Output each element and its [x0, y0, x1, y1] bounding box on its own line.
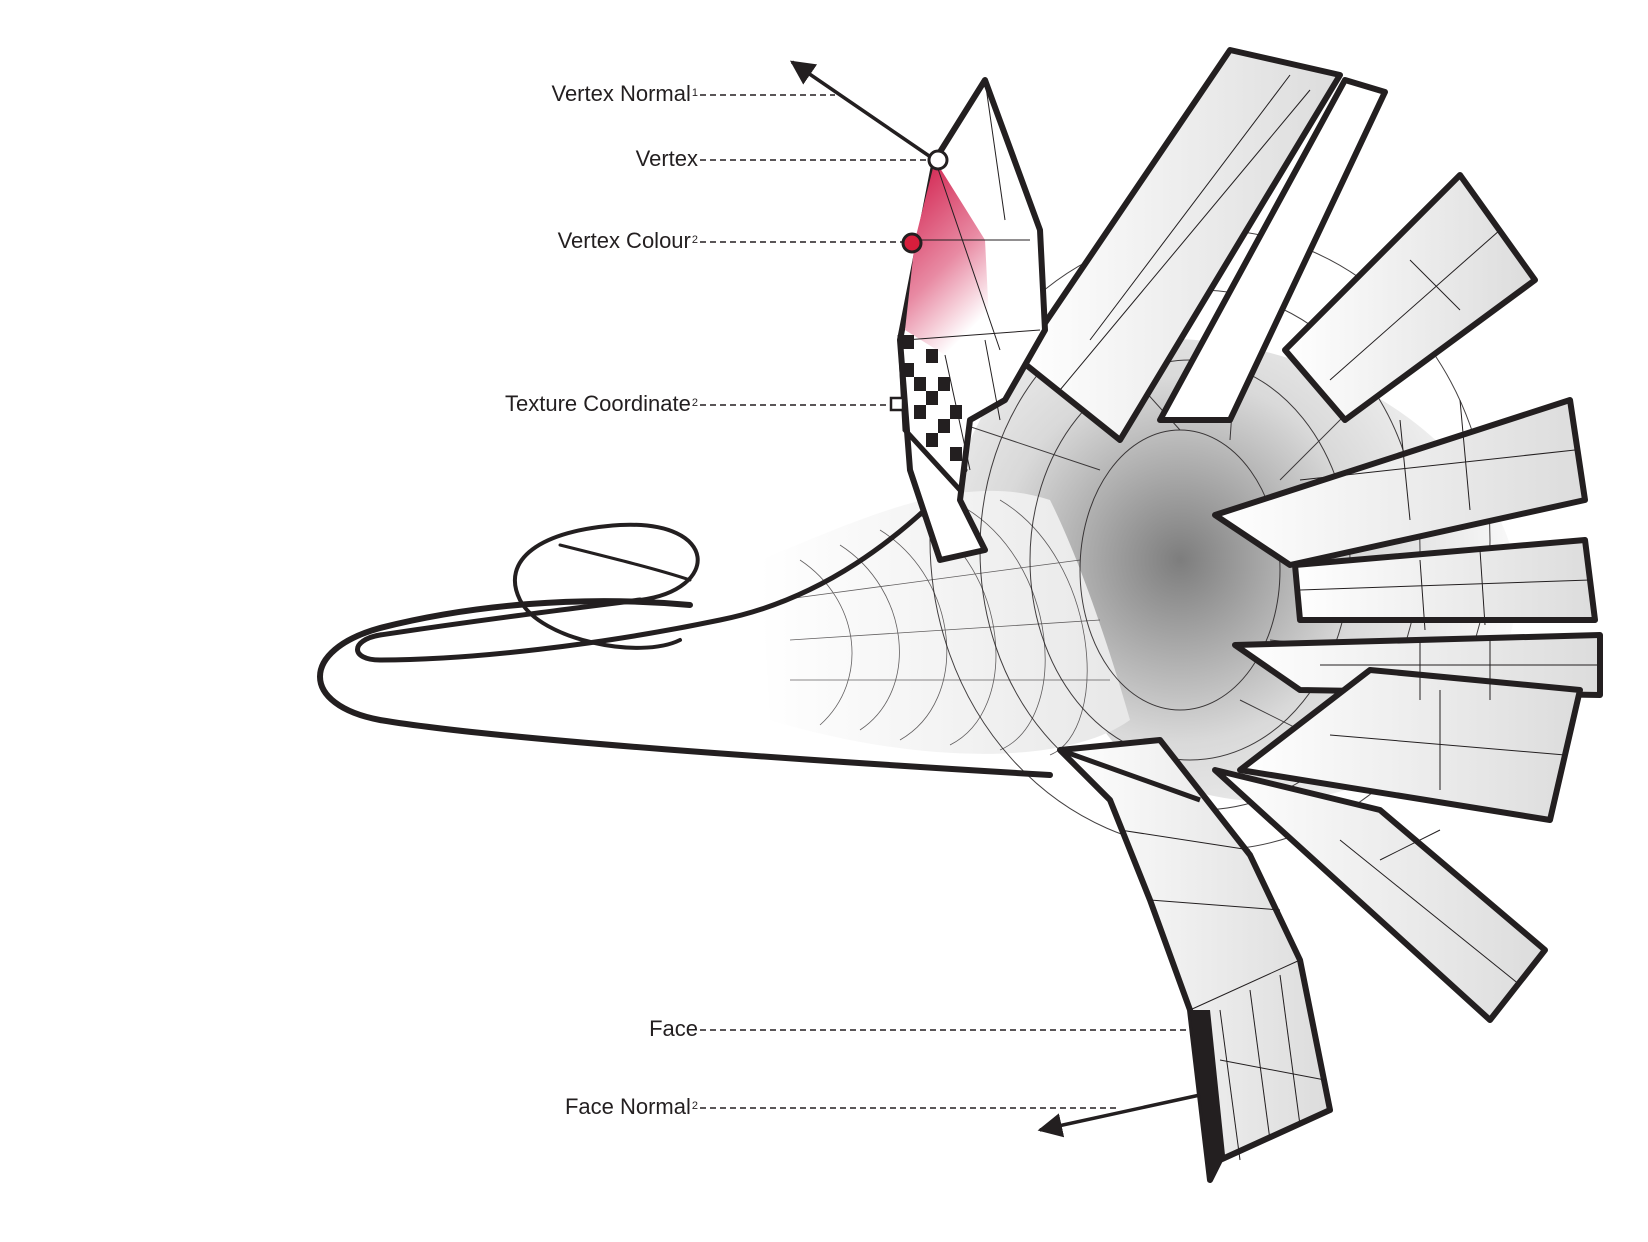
- texture-coordinate-label: Texture Coordinate2: [440, 392, 698, 416]
- face-normal-text: Face Normal: [564, 1094, 691, 1119]
- texture-coordinate-marker: [889, 396, 905, 412]
- upper-strip: [897, 77, 1048, 563]
- vertex-label: Vertex: [440, 147, 698, 171]
- face-label: Face: [440, 1017, 698, 1041]
- horn-body: [760, 229, 1517, 851]
- lower-strip: [1057, 737, 1333, 1183]
- curled-tube: [317, 467, 1053, 778]
- vertex-normal-text: Vertex Normal: [551, 81, 691, 106]
- face-normal-label: Face Normal2: [440, 1095, 698, 1119]
- vertex-colour-region: [905, 160, 990, 355]
- texture-coordinate-text: Texture Coordinate: [504, 391, 691, 416]
- vertex-colour-text: Vertex Colour: [557, 228, 691, 253]
- vertex-colour-label: Vertex Colour2: [440, 229, 698, 253]
- texture-checker: [902, 335, 962, 461]
- vertex-normal-sup: 1: [691, 87, 698, 99]
- leader-lines: [700, 94, 1190, 1109]
- vertex-marker: [927, 149, 949, 171]
- face-normal-sup: 2: [691, 1100, 698, 1112]
- face-highlight: [1190, 1010, 1225, 1180]
- vertex-colour-sup: 2: [691, 234, 698, 246]
- texture-coordinate-sup: 2: [691, 397, 698, 409]
- vertex-normal-label: Vertex Normal1: [440, 82, 698, 106]
- face-text: Face: [649, 1016, 698, 1041]
- fan-strip-grid: [1059, 74, 1600, 986]
- face-normal-arrow: [1037, 1093, 1201, 1138]
- vertex-normal-arrow: [789, 60, 936, 162]
- vertex-colour-marker: [901, 232, 923, 254]
- vertex-text: Vertex: [635, 146, 698, 171]
